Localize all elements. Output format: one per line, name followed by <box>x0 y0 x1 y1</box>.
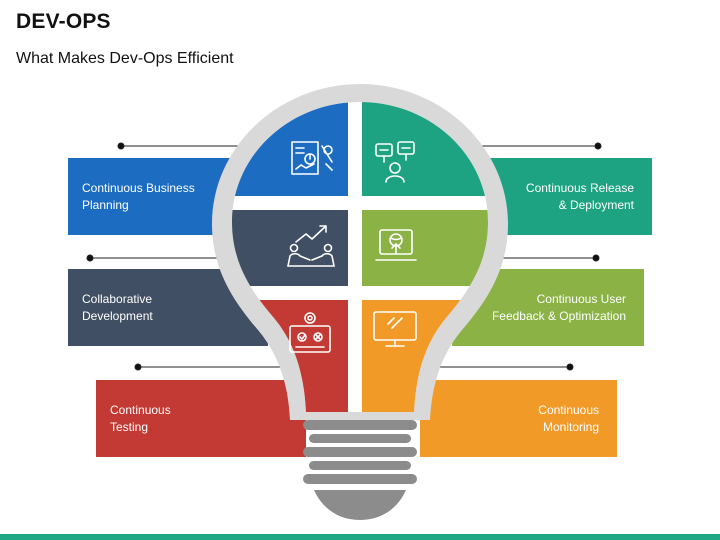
handshake-growth-icon <box>287 225 335 267</box>
band-label: Collaborative Development <box>82 291 153 323</box>
band-label: Continuous Business Planning <box>82 180 195 212</box>
analytics-report-icon <box>291 141 333 175</box>
band-label: Continuous Testing <box>110 402 171 434</box>
tile-user-feedback <box>362 210 488 286</box>
feedback-chat-icon <box>375 141 415 183</box>
band-continuous-monitoring: Continuous Monitoring <box>420 380 617 457</box>
testing-gear-icon <box>289 312 331 353</box>
bottom-accent-bar <box>0 534 720 540</box>
bulb-base <box>303 420 417 520</box>
page-subtitle: What Makes Dev-Ops Efficient <box>16 50 234 67</box>
band-continuous-testing: Continuous Testing <box>96 380 306 457</box>
band-label: Continuous Monitoring <box>538 402 599 434</box>
monitor-icon <box>373 311 417 347</box>
band-label: Continuous Release & Deployment <box>525 180 634 212</box>
band-label: Continuous User Feedback & Optimization <box>491 291 626 323</box>
laptop-upload-icon <box>375 229 417 261</box>
tile-collaborative-development <box>232 210 348 286</box>
page-title: DEV-OPS <box>16 10 111 33</box>
